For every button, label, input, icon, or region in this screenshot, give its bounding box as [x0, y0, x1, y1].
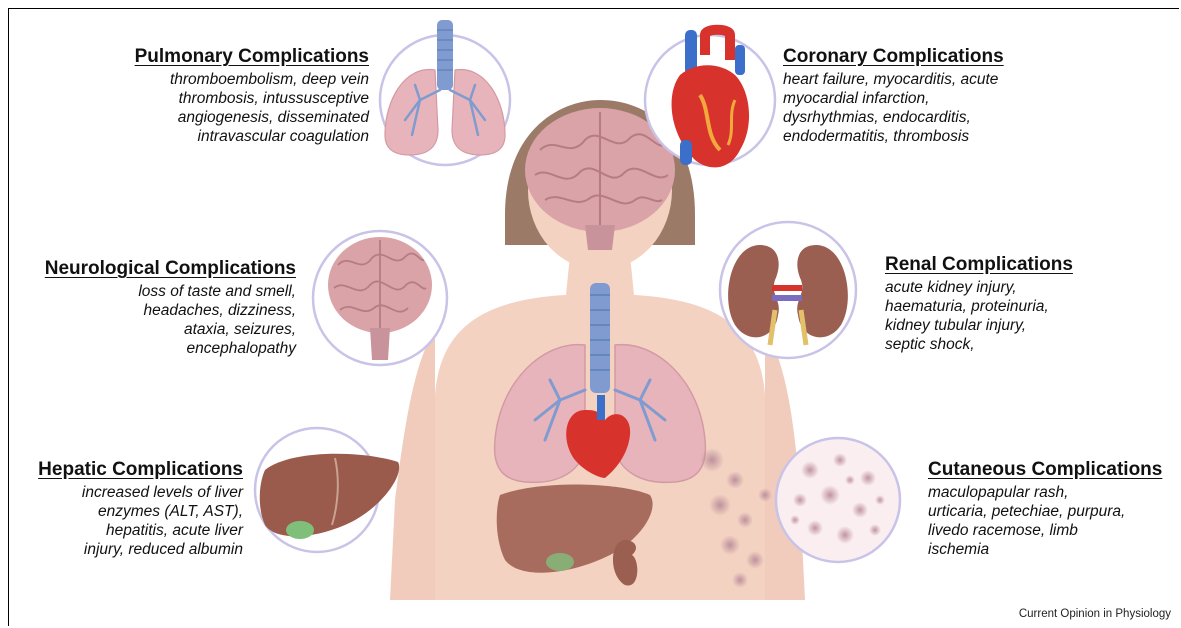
liver-icon	[255, 428, 399, 552]
neurological-line-1: loss of taste and smell,	[45, 282, 296, 301]
renal-line-3: kidney tubular injury,	[885, 316, 1073, 335]
coronary-section: Coronary Complications heart failure, my…	[783, 46, 1004, 146]
coronary-line-3: dysrhythmias, endocarditis,	[783, 108, 1004, 127]
neurological-section: Neurological Complications loss of taste…	[45, 258, 296, 358]
hepatic-line-4: injury, reduced albumin	[38, 540, 243, 559]
cutaneous-line-3: livedo racemose, limb	[928, 521, 1162, 540]
renal-line-4: septic shock,	[885, 335, 1073, 354]
hepatic-section: Hepatic Complications increased levels o…	[38, 459, 243, 559]
heart-icon	[645, 30, 775, 168]
coronary-line-4: endodermatitis, thrombosis	[783, 127, 1004, 146]
hepatic-line-3: hepatitis, acute liver	[38, 521, 243, 540]
neurological-line-2: headaches, dizziness,	[45, 301, 296, 320]
cutaneous-line-2: urticaria, petechiae, purpura,	[928, 502, 1162, 521]
neurological-title: Neurological Complications	[45, 258, 296, 280]
human-torso-illustration	[390, 100, 805, 600]
coronary-line-2: myocardial infarction,	[783, 89, 1004, 108]
cutaneous-line-4: ischemia	[928, 540, 1162, 559]
hepatic-line-2: enzymes (ALT, AST),	[38, 502, 243, 521]
neurological-line-4: encephalopathy	[45, 339, 296, 358]
renal-title: Renal Complications	[885, 254, 1073, 276]
pulmonary-line-3: angiogenesis, disseminated	[135, 108, 369, 127]
pulmonary-line-4: intravascular coagulation	[135, 127, 369, 146]
neurological-line-3: ataxia, seizures,	[45, 320, 296, 339]
kidneys-icon	[720, 222, 856, 358]
cutaneous-section: Cutaneous Complications maculopapular ra…	[928, 459, 1162, 559]
hepatic-line-1: increased levels of liver	[38, 483, 243, 502]
cutaneous-title: Cutaneous Complications	[928, 459, 1162, 481]
skin-rash-icon	[776, 438, 900, 562]
coronary-line-1: heart failure, myocarditis, acute	[783, 70, 1004, 89]
lungs-icon	[380, 20, 510, 165]
pulmonary-section: Pulmonary Complications thromboembolism,…	[135, 46, 369, 146]
journal-credit: Current Opinion in Physiology	[1019, 608, 1171, 620]
coronary-title: Coronary Complications	[783, 46, 1004, 68]
pulmonary-title: Pulmonary Complications	[135, 46, 369, 68]
renal-section: Renal Complications acute kidney injury,…	[885, 254, 1073, 354]
pulmonary-line-2: thrombosis, intussusceptive	[135, 89, 369, 108]
renal-line-1: acute kidney injury,	[885, 278, 1073, 297]
cutaneous-line-1: maculopapular rash,	[928, 483, 1162, 502]
pulmonary-line-1: thromboembolism, deep vein	[135, 70, 369, 89]
brain-icon	[313, 231, 447, 365]
renal-line-2: haematuria, proteinuria,	[885, 297, 1073, 316]
hepatic-title: Hepatic Complications	[38, 459, 243, 481]
